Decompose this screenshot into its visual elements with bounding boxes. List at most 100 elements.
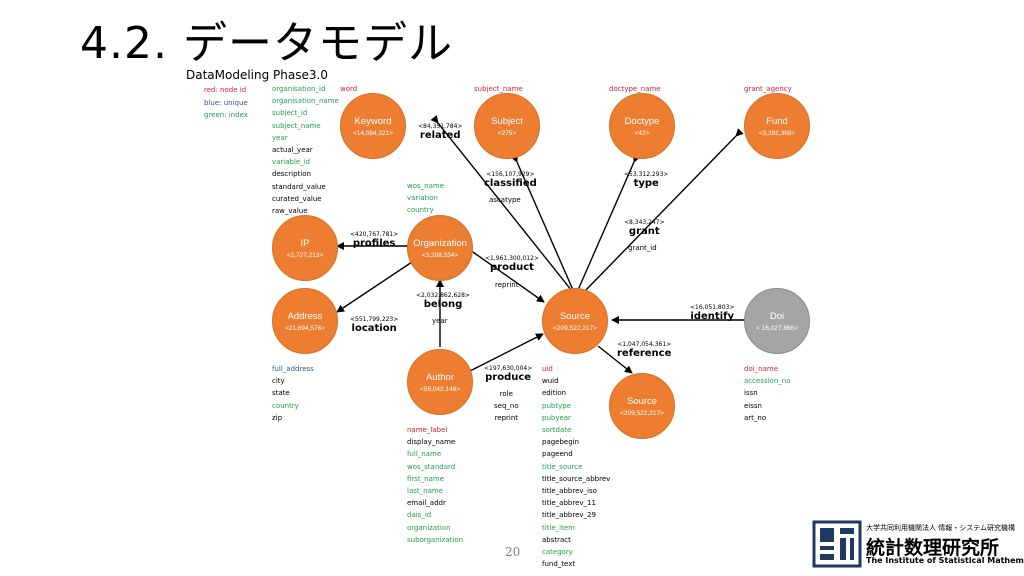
relation-identify: <16,051,803> identify <box>690 304 734 322</box>
node-address[interactable]: Address <21,694,576> <box>272 288 338 354</box>
edge-product <box>469 249 545 303</box>
attribute-item: variable_id <box>272 158 311 167</box>
relation-attr: ascatype <box>489 196 521 204</box>
relation-grant: <8,343,247> grant <box>624 219 665 237</box>
node-subject[interactable]: Subject <275> <box>474 93 540 159</box>
attribute-item: organisation_name <box>272 97 339 106</box>
relation-reference-count: <1,047,054,361> <box>617 341 672 348</box>
relation-attr: reprint <box>494 414 519 422</box>
attribute-item: pubtype <box>542 401 571 410</box>
relation-type-label: type <box>633 178 659 189</box>
node-doctype-name: Doctype <box>624 116 660 127</box>
node-author[interactable]: Author <59,042,148> <box>407 349 473 415</box>
node-ip-name: IP <box>300 238 310 249</box>
attribute-item: state <box>272 389 290 398</box>
attribute-item: full_address <box>272 365 314 373</box>
attribute-item: art_no <box>744 413 767 422</box>
attribute-item: country <box>407 206 434 215</box>
relation-classified: <156,107,929> classified <box>484 171 537 189</box>
relation-classified-count: <156,107,929> <box>486 171 535 178</box>
institute-org-name: 大学共同利用機関法人 情報・システム研究機構 <box>866 524 1016 532</box>
relation-related-label: related <box>419 130 461 141</box>
institute-name-en: The Institute of Statistical Mathematics <box>866 556 1024 565</box>
attribute-item: wos_standard <box>407 462 456 471</box>
relation-profiles: <420,767,781> profiles <box>350 231 398 249</box>
edge-related <box>430 115 573 292</box>
relation-location-label: location <box>351 323 397 334</box>
attribute-item: issn <box>744 389 758 398</box>
attribute-item: doctype_name <box>609 85 661 93</box>
attribute-item: name_label <box>407 426 448 434</box>
relation-product-label: product <box>490 262 534 273</box>
page-number: 20 <box>505 545 521 559</box>
node-doctype[interactable]: Doctype <42> <box>609 93 675 159</box>
relation-type-count: <53,312,293> <box>624 171 669 178</box>
attribute-item: fund_text <box>542 560 576 569</box>
subject-attributes: subject_name <box>474 83 523 95</box>
node-organization[interactable]: Organization <3,208,334> <box>407 215 473 281</box>
attribute-item: zip <box>272 413 283 422</box>
legend-blue: blue: unique <box>204 98 248 107</box>
attribute-item: wos_name <box>407 182 445 190</box>
color-legend: red: node id blue: unique green: index <box>204 84 248 122</box>
attribute-item: word <box>340 85 358 93</box>
node-doi-count: < 16,027,866> <box>756 325 798 332</box>
attribute-item: subject_name <box>474 85 523 93</box>
attribute-item: full_name <box>407 450 442 459</box>
relation-type: <53,312,293> type <box>624 171 668 189</box>
node-fund[interactable]: Fund <3,282,368> <box>744 93 810 159</box>
attribute-item: title_source <box>542 462 583 471</box>
relation-location-count: <551,799,223> <box>350 316 399 323</box>
attribute-item: suborganization <box>407 535 464 544</box>
node-doi-name: Doi <box>769 311 785 322</box>
relation-classified-label: classified <box>484 178 537 189</box>
attribute-item: pageend <box>542 450 573 459</box>
legend-red: red: node id <box>204 86 247 94</box>
node-author-name: Author <box>426 372 454 383</box>
node-source-main[interactable]: Source <209,522,217> <box>542 288 608 354</box>
relation-location: <551,799,223> location <box>350 316 398 334</box>
node-source-ref[interactable]: Source <209,522,217> <box>609 373 675 439</box>
attribute-item: curated_value <box>272 194 322 203</box>
relation-grant-count: <8,343,247> <box>624 219 665 226</box>
relation-attr: reprint <box>495 281 519 289</box>
fund-attributes: grant_agency <box>744 83 792 95</box>
relation-produce-attrs: role seq_no reprint <box>494 388 519 424</box>
node-source-ref-count: <209,522,217> <box>620 410 664 417</box>
attribute-item: uid <box>542 365 553 373</box>
node-subject-name: Subject <box>491 116 523 127</box>
relation-product-attrs: reprint <box>495 279 518 291</box>
attribute-item: actual_year <box>272 146 313 155</box>
edge-grant <box>583 128 744 293</box>
attribute-item: subject_id <box>272 109 308 118</box>
node-ip-count: <2,727,213> <box>286 252 324 259</box>
relation-produce: <197,630,004> produce <box>484 365 532 383</box>
attribute-item: subject_name <box>272 121 321 130</box>
attribute-item: eissn <box>744 401 762 410</box>
node-fund-count: <3,282,368> <box>758 130 796 137</box>
node-keyword[interactable]: Keyword <14,084,321> <box>340 93 406 159</box>
node-doi[interactable]: Doi < 16,027,866> <box>744 288 810 354</box>
attribute-item: city <box>272 377 285 386</box>
relation-related-count: <84,351,784> <box>418 123 463 130</box>
node-ip[interactable]: IP <2,727,213> <box>272 215 338 281</box>
attribute-item: abstract <box>542 535 571 544</box>
node-fund-name: Fund <box>766 116 788 127</box>
relation-produce-count: <197,630,004> <box>484 365 533 372</box>
relation-attr: role <box>499 390 513 398</box>
node-address-count: <21,694,576> <box>284 325 326 332</box>
relation-profiles-count: <420,767,781> <box>350 231 399 238</box>
node-source-main-count: <209,522,217> <box>553 325 597 332</box>
relation-related: <84,351,784> related <box>418 123 462 141</box>
attribute-item: title_abbrev_11 <box>542 499 596 508</box>
relation-attr: year <box>432 317 448 325</box>
attribute-item: year <box>272 133 288 142</box>
edge-reference <box>597 345 633 374</box>
relation-reference-label: reference <box>617 348 672 359</box>
node-doctype-count: <42> <box>634 130 650 137</box>
attribute-item: edition <box>542 389 567 398</box>
attribute-item: organization <box>407 523 451 532</box>
